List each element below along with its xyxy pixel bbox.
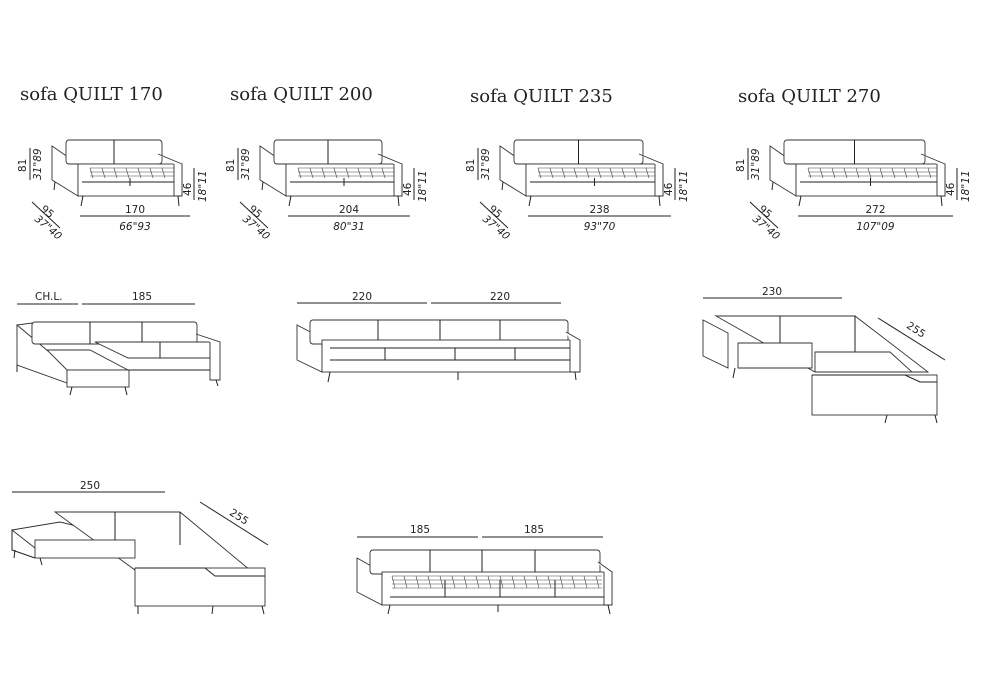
dimension-label: 255	[904, 320, 927, 341]
dimension-label: 255	[227, 507, 250, 528]
model-title: sofa QUILT 200	[230, 84, 373, 105]
dimension-label: 81	[225, 159, 237, 172]
dimension-label: 204	[339, 204, 359, 216]
dimension-label: 46	[663, 182, 675, 196]
dimension-label: 18"11	[960, 170, 972, 202]
dimension-label: 220	[490, 291, 510, 303]
dimension-label: 107"09	[856, 221, 895, 233]
dimension-label: 272	[865, 204, 885, 216]
dimension-label: 18"11	[197, 170, 209, 202]
dimension-label: 250	[80, 480, 100, 492]
dimension-label: 31"89	[480, 148, 492, 180]
dimension-label: 46	[945, 182, 957, 196]
dimension-label: 185	[132, 291, 152, 303]
composition-corner-250-255: 250 255	[10, 480, 269, 615]
dimension-label: 185	[524, 524, 544, 536]
dimension-label: 81	[17, 159, 29, 172]
dimension-label: 66"93	[119, 221, 151, 233]
model-title: sofa QUILT 270	[738, 86, 881, 107]
dimension-label: 185	[410, 524, 430, 536]
dimension-label: CH.L.	[35, 291, 63, 303]
dimension-label: 230	[762, 286, 782, 298]
model-title: sofa QUILT 170	[20, 84, 163, 105]
dimension-label: 18"11	[417, 170, 429, 202]
dimension-label: 46	[182, 182, 194, 196]
model-title: sofa QUILT 235	[470, 86, 613, 107]
dimension-label: 238	[589, 204, 609, 216]
dimension-label: 93"70	[584, 221, 616, 233]
dimension-label: 80"31	[333, 221, 365, 233]
composition-185-185: 185 185	[356, 524, 613, 615]
dimension-label: 46	[402, 182, 414, 196]
dimension-label: 31"89	[240, 148, 252, 180]
composition-corner-230-255: 230 255	[702, 286, 946, 424]
dimension-label: 31"89	[750, 148, 762, 180]
quilted-seat	[297, 167, 398, 179]
quilted-seat	[807, 167, 937, 179]
quilted-seat	[537, 167, 655, 179]
dimension-label: 170	[125, 204, 145, 216]
dimension-label: 18"11	[678, 170, 690, 202]
quilted-seat	[89, 167, 178, 179]
composition-220-220: 220 220	[296, 291, 581, 383]
composition-chaise-185: CH.L. 185	[16, 291, 221, 396]
dimension-label: 220	[352, 291, 372, 303]
dimension-label: 81	[465, 159, 477, 172]
dimension-label: 81	[735, 159, 747, 172]
dimension-label: 31"89	[32, 148, 44, 180]
